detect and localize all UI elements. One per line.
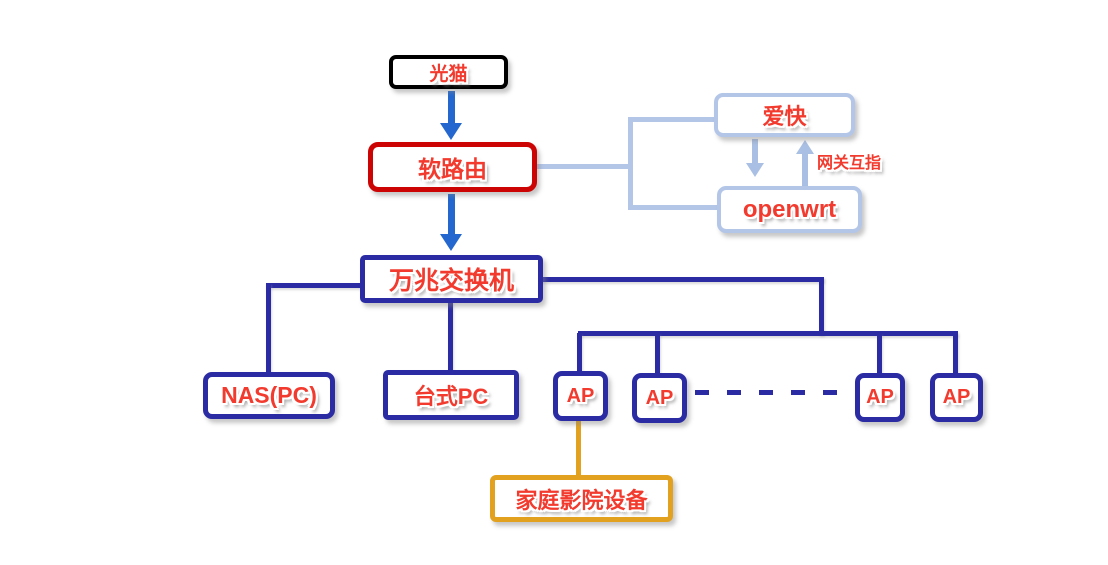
node-soft-router-label: 软路由	[418, 156, 487, 182]
node-ap-3: AP	[855, 373, 905, 422]
arrow-down-head	[746, 163, 764, 177]
arrow-shaft	[752, 139, 758, 165]
arrow-down-head	[440, 123, 462, 140]
arrow-shaft	[448, 194, 455, 236]
node-ap-1: AP	[553, 371, 608, 421]
connector-ap-ellipsis-dashed	[695, 390, 838, 395]
arrow-down-head	[440, 234, 462, 251]
connector-ap1-to-home-theater	[576, 421, 581, 476]
node-ikuai: 爱快	[714, 93, 855, 137]
node-ikuai-label: 爱快	[762, 104, 807, 129]
node-home-theater: 家庭影院设备	[490, 475, 673, 522]
node-modem-label: 光猫	[429, 63, 468, 85]
edge-label-gateway-mutual: 网关互指	[817, 155, 882, 172]
connector-bus-to-ap4	[953, 333, 958, 375]
node-ap-3-label: AP	[866, 386, 894, 408]
node-ap-4-label: AP	[942, 386, 971, 408]
connector-bus-to-ap3	[877, 333, 882, 375]
connector-switch-to-ap-bus-horizontal	[541, 277, 824, 282]
node-openwrt-label: openwrt	[742, 195, 837, 223]
node-ap-2: AP	[632, 373, 687, 423]
connector-bracket-vertical	[628, 117, 633, 210]
node-nas-pc: NAS(PC)	[203, 372, 335, 419]
connector-bus-to-ap2	[655, 333, 660, 375]
connector-switch-to-nas-horizontal	[266, 283, 362, 288]
arrow-shaft	[448, 91, 455, 125]
arrow-shaft	[802, 152, 808, 186]
node-modem: 光猫	[389, 55, 508, 89]
node-desktop-pc: 台式PC	[383, 370, 519, 420]
node-ap-4: AP	[930, 373, 983, 422]
connector-router-to-bracket	[537, 164, 630, 169]
node-10g-switch: 万兆交换机	[360, 255, 543, 303]
node-ap-2-label: AP	[645, 386, 674, 409]
node-10g-switch-label: 万兆交换机	[388, 267, 514, 295]
connector-bracket-to-ikuai	[630, 117, 716, 122]
node-openwrt: openwrt	[717, 186, 862, 233]
connector-switch-to-desktop	[448, 301, 453, 372]
node-soft-router: 软路由	[368, 142, 537, 192]
node-ap-1-label: AP	[566, 384, 595, 407]
connector-switch-to-ap-bus-vertical	[819, 277, 824, 335]
node-home-theater-label: 家庭影院设备	[515, 487, 648, 513]
connector-switch-to-nas-vertical	[266, 283, 271, 374]
connector-bus-to-ap1	[577, 333, 582, 373]
node-nas-pc-label: NAS(PC)	[221, 382, 317, 408]
connector-ap-bus	[578, 331, 958, 336]
arrow-up-head	[796, 140, 814, 154]
node-desktop-pc-label: 台式PC	[413, 384, 489, 409]
connector-bracket-to-openwrt	[630, 205, 719, 210]
